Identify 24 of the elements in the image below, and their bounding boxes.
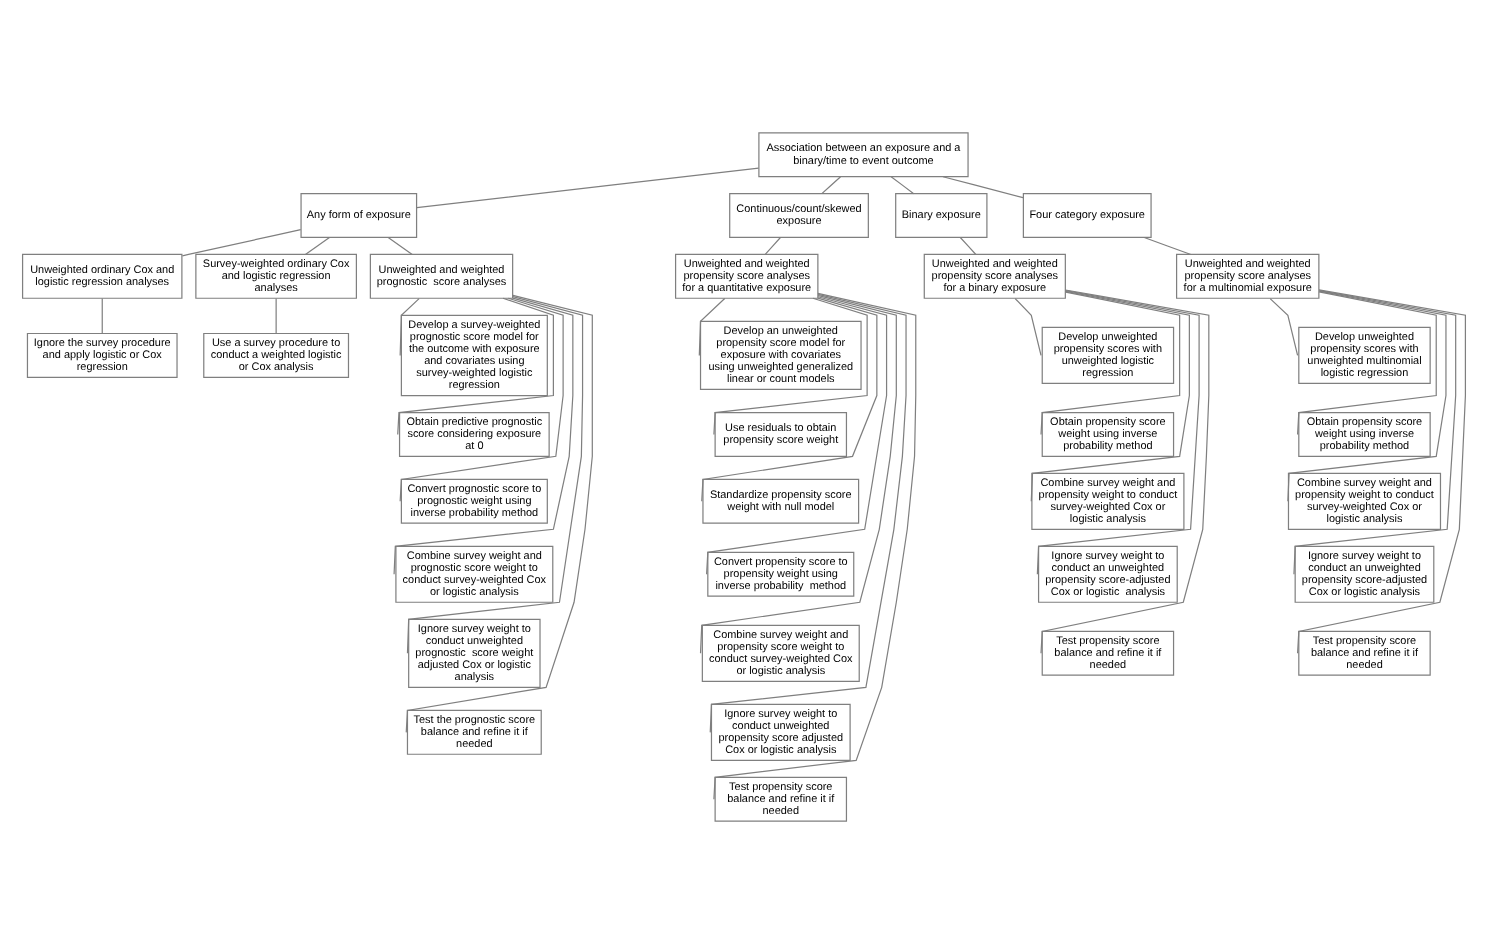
- connector: [713, 296, 868, 435]
- connector: [387, 235, 413, 255]
- connector: [101, 296, 103, 333]
- connector: [1269, 297, 1299, 355]
- connector: [1293, 288, 1457, 574]
- connector: [1030, 289, 1190, 501]
- connector: [698, 296, 726, 355]
- connector: [1287, 289, 1447, 501]
- connector: [393, 296, 574, 574]
- connector: [399, 297, 420, 355]
- connector: [1036, 289, 1200, 574]
- connector: [959, 235, 977, 255]
- connector: [890, 175, 915, 194]
- connector: [181, 228, 302, 256]
- connector: [706, 295, 888, 574]
- connector: [1143, 235, 1192, 255]
- connector: [764, 235, 782, 255]
- connector: [304, 235, 331, 255]
- connector: [416, 166, 760, 208]
- connector: [942, 175, 1024, 198]
- connector: [275, 296, 277, 333]
- connector: [406, 295, 584, 653]
- connector: [821, 175, 842, 194]
- connector: [1014, 297, 1042, 355]
